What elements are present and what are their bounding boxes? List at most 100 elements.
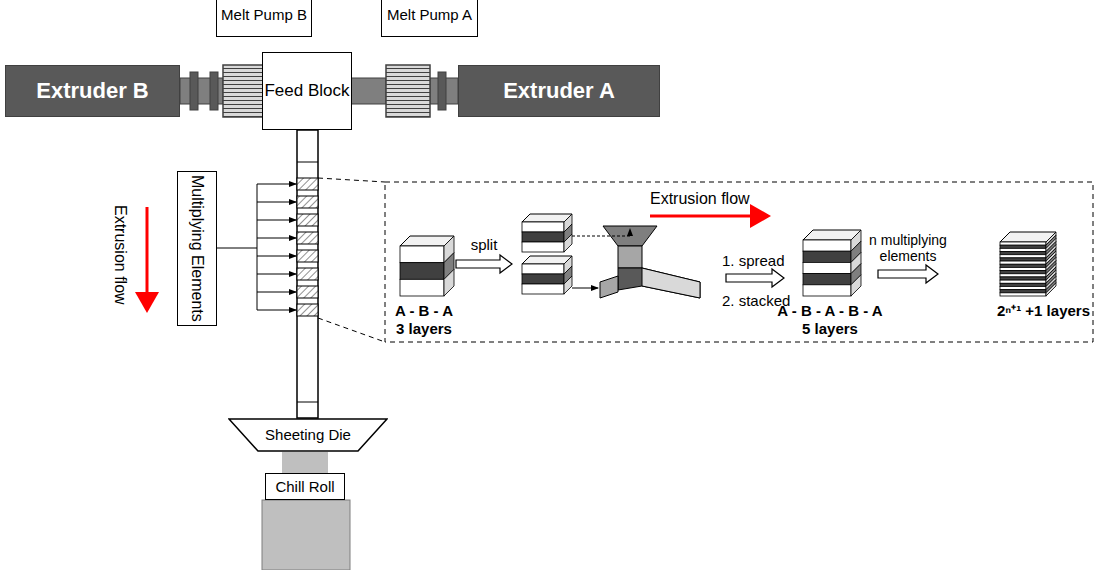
die-outline-shape [229, 419, 387, 451]
pipe-collar [438, 72, 446, 110]
node-label: Extruder B [36, 78, 148, 103]
multiplying-element [297, 196, 318, 208]
node-label: Melt Pump B [221, 6, 307, 23]
melt-pump [386, 65, 430, 117]
die-shape: Sheeting Die [228, 418, 388, 452]
layer-face [1000, 245, 1046, 248]
layer-side [1046, 283, 1056, 296]
layer-face [1000, 271, 1046, 274]
node-label: Chill Roll [275, 478, 334, 495]
layer-face [522, 222, 564, 232]
layer-face [522, 232, 564, 242]
multiplying-element [297, 250, 318, 262]
zoom-line [318, 178, 385, 182]
step-arrow [878, 265, 938, 283]
annotation-label: Extrusion flow [111, 205, 129, 305]
layer-face [400, 263, 444, 280]
extruder-box: Extruder B [5, 65, 180, 117]
layer-face [400, 279, 444, 296]
melt-pump [223, 65, 266, 117]
node-text-group: Melt Pump B [221, 6, 307, 23]
layer-face [1000, 286, 1046, 289]
feed-arrows [217, 184, 296, 310]
flow-arrow [146, 207, 149, 310]
node-label: Extruder A [503, 78, 615, 103]
process-box: Multiplying Elements [177, 171, 217, 326]
layer-face [803, 274, 851, 285]
layer-face [1000, 248, 1046, 251]
layer-face [1000, 252, 1046, 255]
layer-face [1000, 255, 1046, 258]
node-text-group: Melt Pump A [387, 6, 472, 23]
node-text-group: Extruder B [36, 78, 148, 103]
process-box: Feed Block [262, 52, 352, 130]
feed-arrow [257, 238, 296, 239]
block-top [522, 214, 572, 222]
multiplying-element [297, 286, 318, 298]
node-label: Sheeting Die [265, 426, 351, 443]
layer-face [522, 274, 564, 284]
node-text-group: Multiplying Elements [188, 175, 206, 322]
feed-arrow [257, 310, 296, 311]
node-label: Multiplying Elements [188, 175, 206, 322]
layer-face [803, 251, 851, 262]
annotation-label: 1. spread [722, 252, 785, 269]
annotation-label: 3 layers [396, 320, 452, 337]
step-arrows [456, 255, 938, 287]
process-box: Chill Roll [265, 473, 345, 500]
multiplying-element [297, 304, 318, 316]
annotation-label: n multiplying elements [867, 232, 949, 264]
column-joint [297, 402, 318, 403]
annotation-label: A - B - A [395, 302, 453, 319]
multiplying-element [297, 232, 318, 244]
split-path [572, 229, 630, 236]
zoom-line [318, 318, 385, 342]
layer-face [1000, 290, 1046, 293]
process-box: Melt Pump B [216, 0, 312, 37]
layer-face [1000, 280, 1046, 283]
pipe-collar [210, 72, 218, 110]
annotation-label: split [471, 236, 498, 253]
feed-line [257, 184, 258, 310]
layer-face [803, 240, 851, 251]
step-arrow [456, 255, 512, 273]
node-text-group: Extruder A [503, 78, 615, 103]
layer-side [564, 276, 572, 294]
node-text-group: Chill Roll [275, 478, 334, 495]
flow-arrow [650, 215, 768, 218]
multiplier-cells [297, 162, 318, 402]
annotation-label: A - B - A - B - A [777, 302, 882, 319]
die-channel [618, 246, 642, 268]
multiplier-column [297, 130, 318, 418]
step-arrow [726, 269, 784, 287]
annotation-label: 5 layers [802, 320, 858, 337]
layer-face [803, 285, 851, 296]
layer-face [1000, 267, 1046, 270]
die-channel [642, 268, 700, 298]
block-top [522, 256, 572, 264]
layer-face [1000, 283, 1046, 286]
layer-multiplier-die [600, 226, 700, 298]
layer-face [400, 246, 444, 263]
feed-arrow [257, 202, 296, 203]
annotation-label: Extrusion flow [650, 190, 750, 208]
layer-face [522, 264, 564, 274]
pipe [347, 78, 386, 104]
layer-face [803, 262, 851, 273]
film-web [262, 500, 350, 570]
layer-side [564, 234, 572, 252]
layer-face [1000, 277, 1046, 280]
feed-arrow [257, 184, 296, 185]
node-label: Feed Block [264, 81, 349, 101]
die-inlet [600, 276, 618, 298]
feed-arrow [257, 274, 296, 275]
feed-arrow [257, 220, 296, 221]
feed-arrow [257, 292, 296, 293]
die-channel [618, 268, 700, 298]
layer-face [522, 284, 564, 294]
layer-face [1000, 258, 1046, 261]
layer-side [444, 269, 454, 296]
feed-line [217, 248, 257, 249]
layer-face [1000, 261, 1046, 264]
layer-face [1000, 274, 1046, 277]
